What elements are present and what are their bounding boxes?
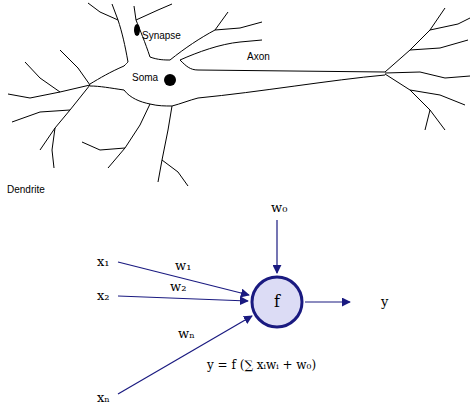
weight-name: w₀ — [271, 201, 287, 216]
neuron-drawing — [8, 3, 470, 186]
function-symbol: f — [274, 293, 280, 311]
soma-nucleus — [164, 74, 176, 86]
part-name: Synapse — [142, 30, 181, 42]
output-name: y — [381, 295, 388, 310]
synapse-mark — [134, 24, 140, 36]
bias-wire — [276, 220, 277, 273]
input-name: xₙ — [97, 391, 110, 406]
input-name: x₁ — [97, 255, 110, 270]
output-wire — [305, 301, 350, 302]
input-name: x₂ — [97, 289, 110, 304]
input-wire — [118, 316, 252, 394]
part-name: Dendrite — [7, 184, 45, 196]
weight-name: wₙ — [178, 327, 195, 342]
perceptron-wires — [118, 220, 350, 394]
part-name: Axon — [247, 51, 270, 63]
formula: y = f (∑ xᵢwᵢ + w₀) — [207, 359, 316, 373]
input-wire — [118, 296, 248, 301]
part-name: Soma — [132, 72, 158, 84]
weight-name: w₁ — [175, 259, 191, 274]
weight-name: w₂ — [170, 280, 186, 295]
neuron-circle: f — [250, 275, 304, 329]
